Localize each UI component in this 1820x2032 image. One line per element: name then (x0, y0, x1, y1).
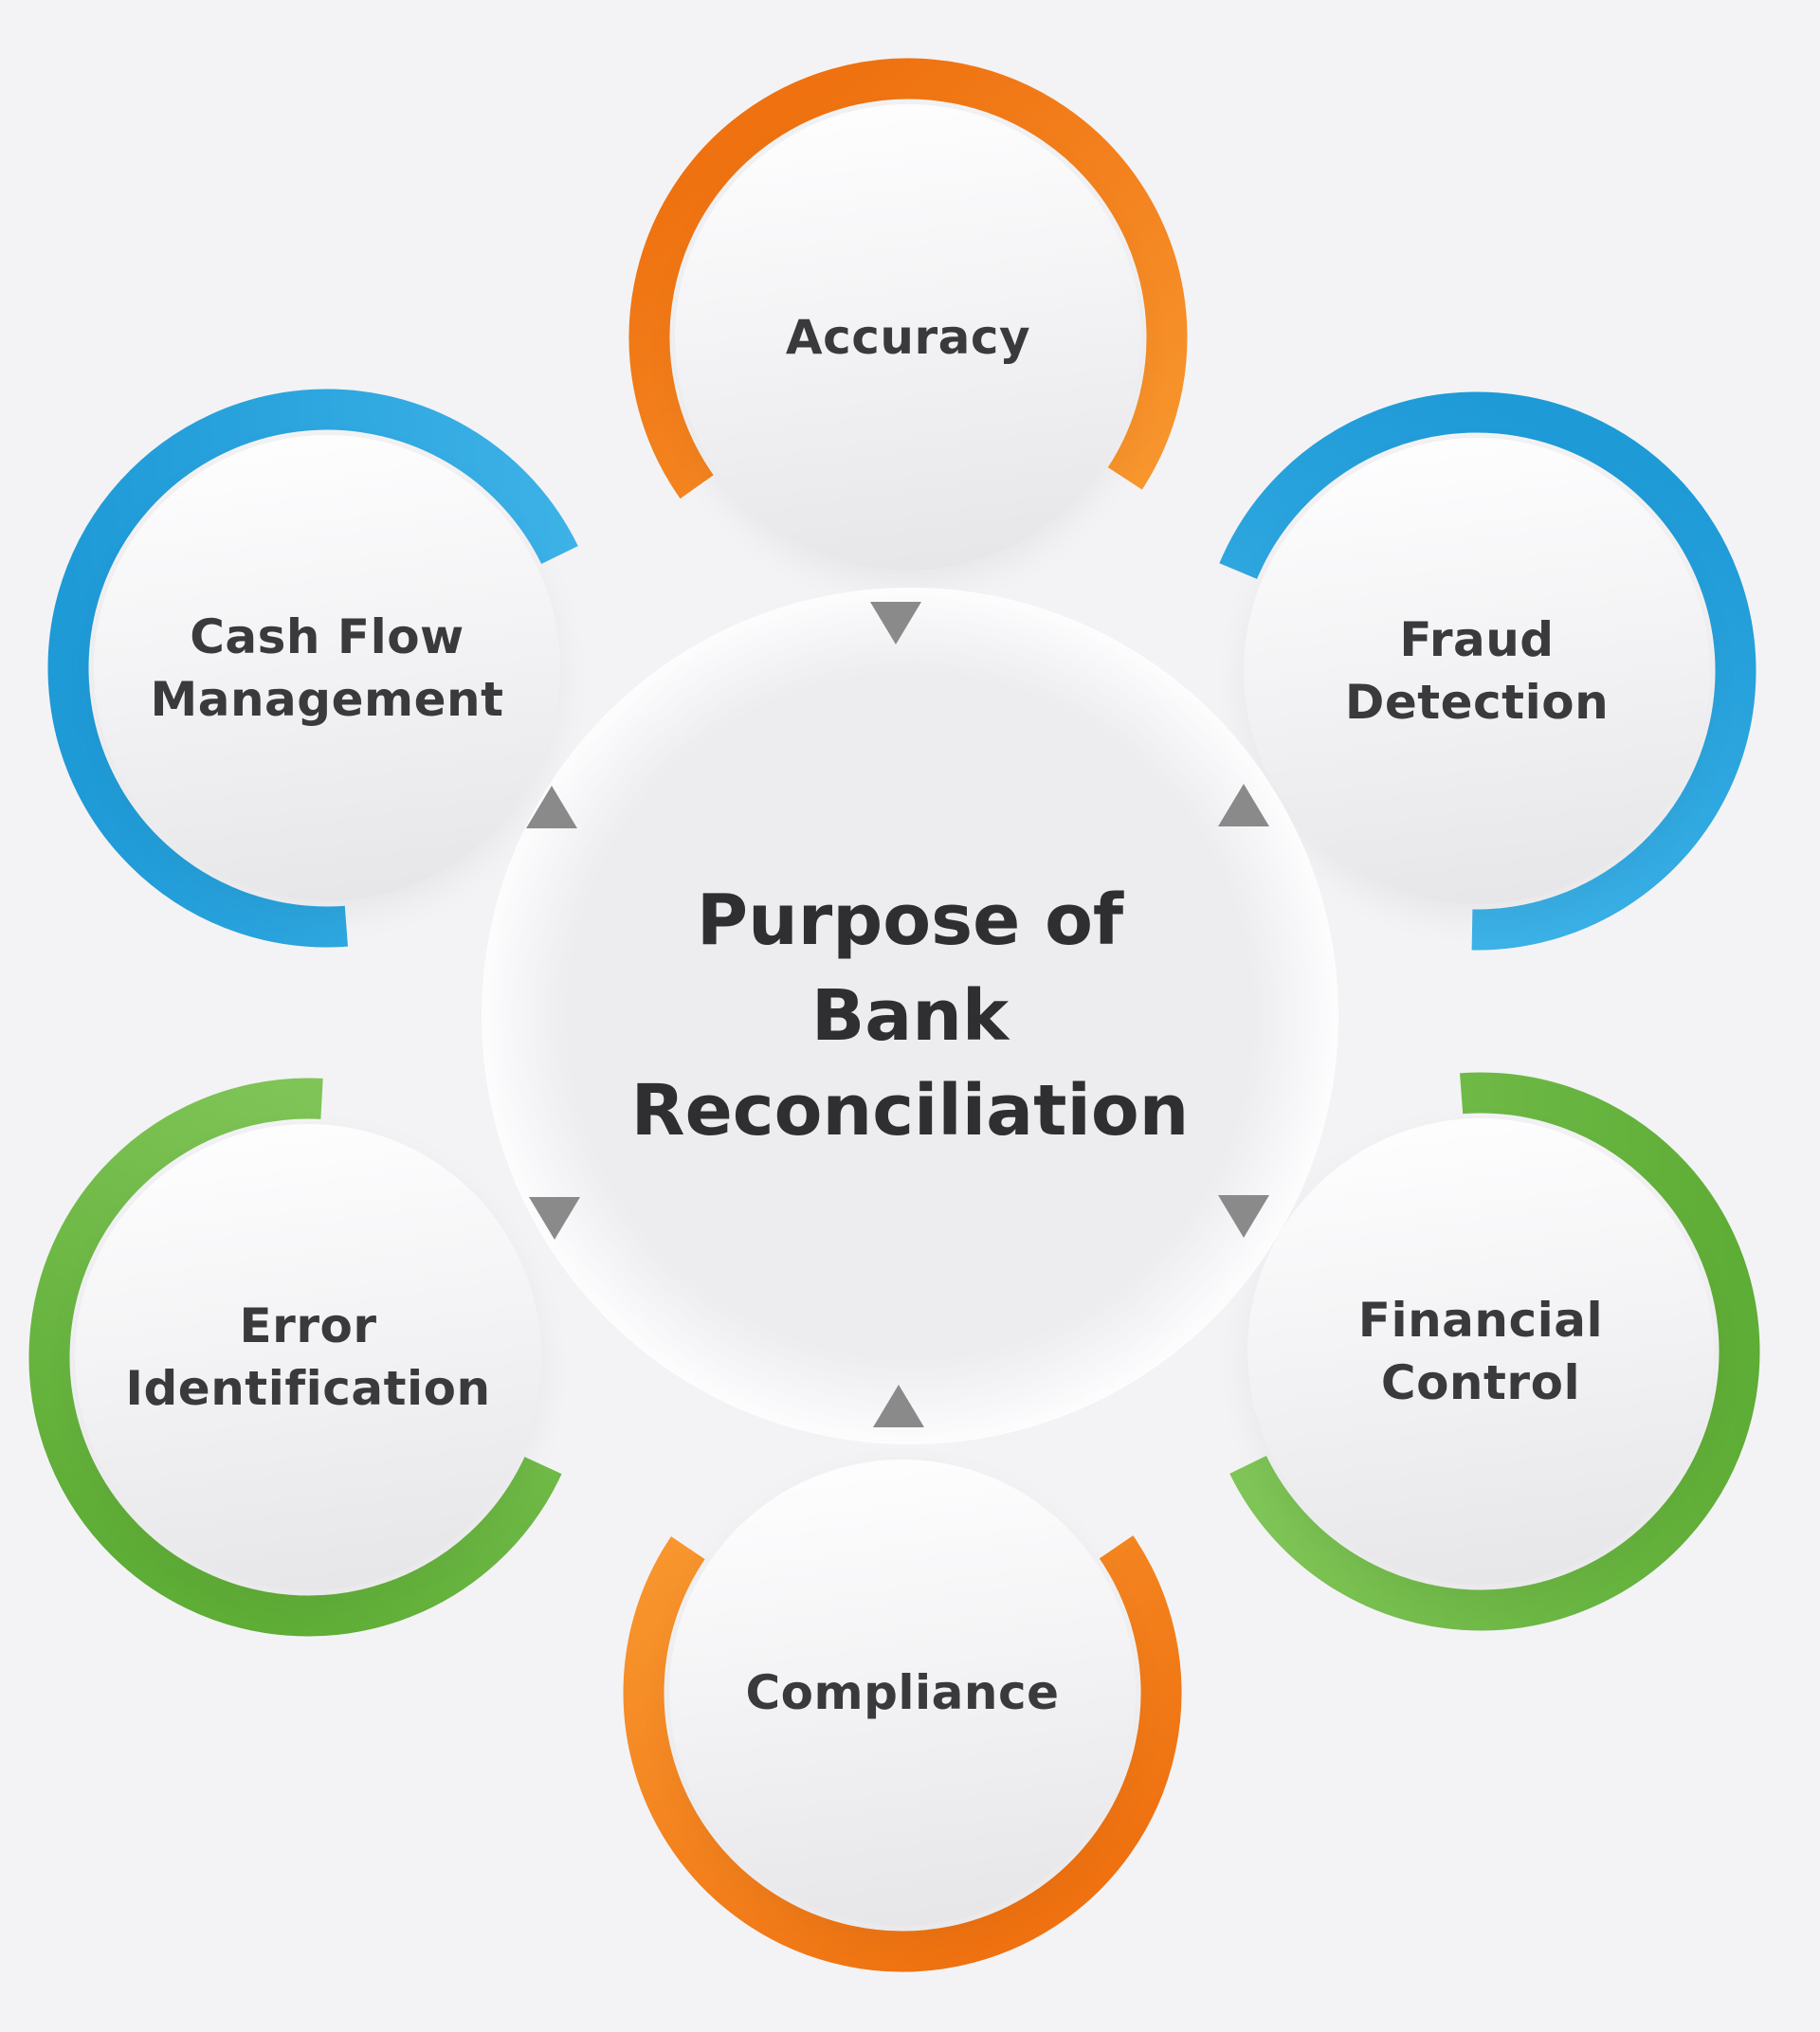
compliance-label-line-1: Compliance (745, 1665, 1060, 1720)
compliance-label: Compliance (745, 1661, 1059, 1724)
node-error-identification: Error Identification (24, 1073, 592, 1642)
accuracy-bubble: Accuracy (675, 104, 1141, 571)
arrow-near-error-identification-icon (529, 1197, 580, 1240)
arrow-near-fraud-detection-icon (1218, 784, 1269, 826)
error-identification-label: Error Identification (125, 1295, 490, 1420)
compliance-ring-arc (623, 1413, 1182, 1972)
diagram-title-line-1: Purpose of (696, 880, 1124, 962)
financial-control-bubble: Financial Control (1247, 1118, 1714, 1585)
accuracy-label-line-1: Accuracy (785, 310, 1031, 365)
fraud-detection-label-line-2: Detection (1344, 675, 1610, 730)
fraud-detection-ring-arc (1197, 391, 1756, 951)
compliance-bubble: Compliance (669, 1460, 1136, 1926)
diagram-title-line-3: Reconciliation (630, 1070, 1190, 1152)
fraud-detection-label: Fraud Detection (1345, 608, 1609, 734)
arrow-below-accuracy-icon (870, 602, 921, 644)
fraud-detection-bubble: Fraud Detection (1244, 438, 1710, 904)
central-hub-circle: Purpose of Bank Reconciliation (482, 588, 1338, 1444)
financial-control-label: Financial Control (1358, 1289, 1603, 1414)
error-identification-label-line-1: Error (239, 1298, 377, 1353)
cash-flow-management-label-line-2: Management (150, 672, 504, 727)
accuracy-ring-arc (628, 58, 1188, 617)
fraud-detection-label-line-1: Fraud (1399, 612, 1555, 667)
node-financial-control: Financial Control (1196, 1067, 1765, 1636)
accuracy-label: Accuracy (786, 306, 1030, 369)
cash-flow-management-label-line-1: Cash Flow (190, 609, 464, 664)
diagram-title: Purpose of Bank Reconciliation (631, 873, 1190, 1159)
financial-control-label-line-1: Financial (1357, 1293, 1604, 1348)
arrow-near-financial-control-icon (1218, 1195, 1269, 1238)
node-fraud-detection: Fraud Detection (1192, 387, 1761, 955)
error-identification-label-line-2: Identification (125, 1361, 491, 1416)
node-compliance: Compliance (618, 1408, 1187, 1977)
financial-control-label-line-2: Control (1380, 1355, 1581, 1410)
cash-flow-management-label: Cash Flow Management (150, 606, 503, 731)
node-accuracy: Accuracy (624, 53, 1192, 622)
cash-flow-management-bubble: Cash Flow Management (94, 435, 560, 901)
node-cash-flow-management: Cash Flow Management (43, 384, 611, 952)
arrow-above-compliance-icon (873, 1385, 924, 1427)
cash-flow-management-ring-arc (47, 389, 607, 948)
financial-control-ring-arc (1201, 1072, 1760, 1631)
error-identification-bubble: Error Identification (75, 1124, 541, 1590)
arrow-near-cash-flow-management-icon (526, 786, 577, 828)
error-identification-ring-arc (28, 1078, 588, 1637)
diagram-title-line-2: Bank (810, 974, 1010, 1057)
